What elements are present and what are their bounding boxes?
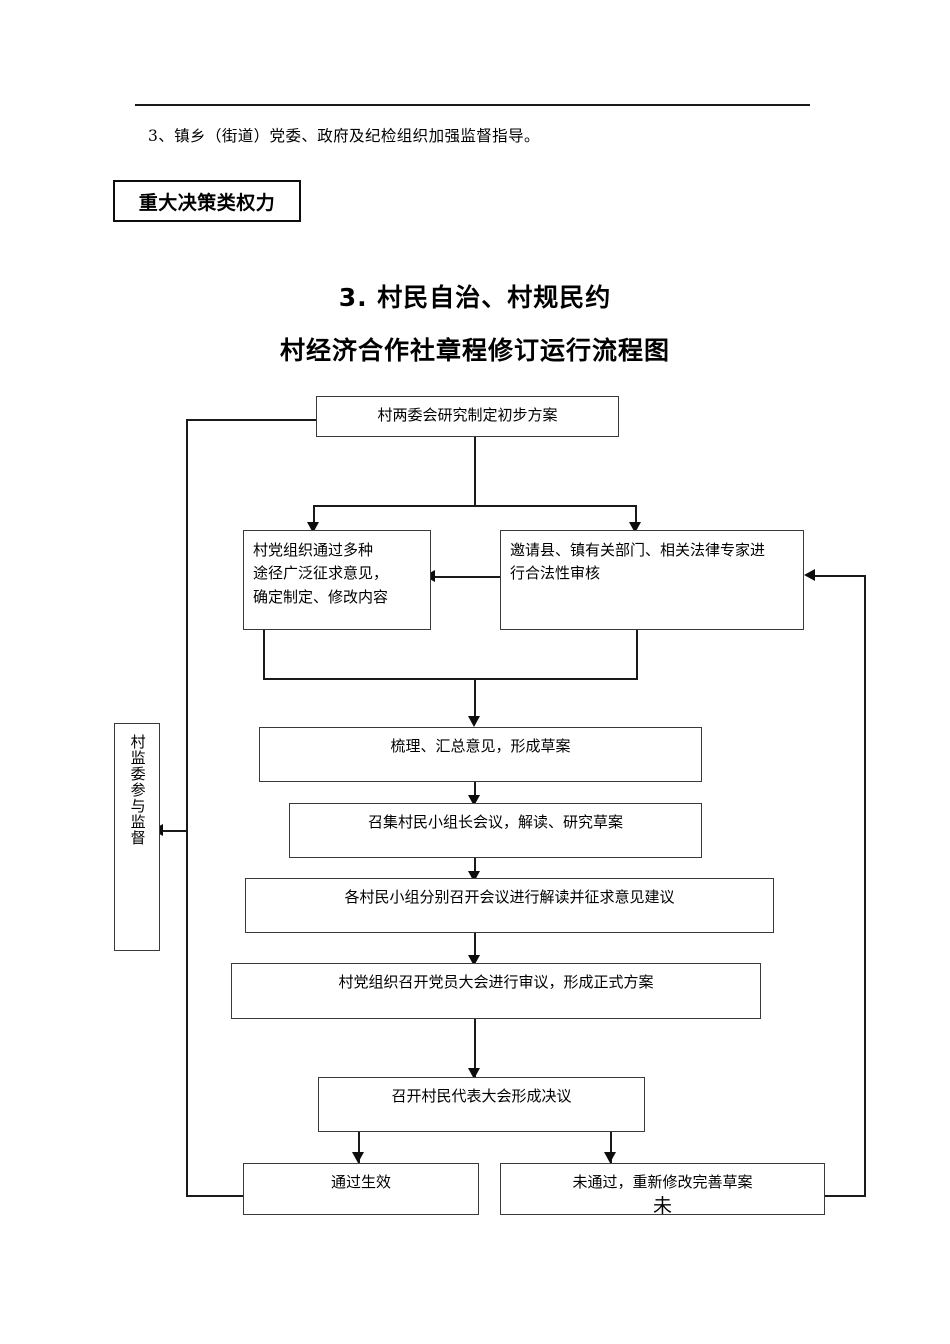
flow-node-n8[interactable]: 召开村民代表大会形成决议 [318, 1077, 645, 1132]
flow-node-n9-label: 通过生效 [330, 1173, 391, 1191]
edge-n3-to-n2 [430, 576, 500, 578]
arrow-n8-to-n9 [352, 1152, 364, 1163]
header-divider-rule [135, 104, 810, 106]
flow-node-n10[interactable]: 未通过，重新修改完善草案 未 [500, 1163, 825, 1217]
flow-node-n11-supervision[interactable]: 村监委参与监督 [114, 723, 160, 951]
edge-n4-to-n5 [474, 781, 476, 801]
flow-node-n2-label: 村党组织通过多种 途径广泛征求意见， 确定制定、修改内容 [253, 541, 389, 606]
flow-node-n6-label: 各村民小组分别召开会议进行解读并征求意见建议 [344, 888, 675, 906]
edge-merge-bus [263, 678, 638, 680]
edge-n1-split-bus [313, 505, 636, 507]
arrow-n4-to-n5 [468, 795, 480, 806]
edge-n10-feedback-in [812, 575, 866, 577]
edge-n9-feedback-in-n1 [186, 419, 316, 421]
flow-node-n4[interactable]: 梳理、汇总意见，形成草案 [259, 727, 702, 782]
edge-n9-feedback-riser [186, 419, 188, 1196]
flow-node-n7[interactable]: 村党组织召开党员大会进行审议，形成正式方案 [231, 963, 761, 1019]
edge-to-supervision [160, 830, 187, 832]
edge-n3-down [636, 629, 638, 679]
edge-n7-to-n8 [474, 1018, 476, 1079]
flow-node-n9[interactable]: 通过生效 [243, 1163, 479, 1215]
flow-node-n10-extra-label: 未 [652, 1195, 672, 1218]
flow-node-n3[interactable]: 邀请县、镇有关部门、相关法律专家进 行合法性审核 [500, 530, 804, 630]
flow-node-n1-label: 村两委会研究制定初步方案 [377, 406, 558, 424]
edge-n6-to-n7 [474, 932, 476, 962]
arrow-n5-to-n6 [468, 871, 480, 882]
flow-node-n7-label: 村党组织召开党员大会进行审议，形成正式方案 [338, 973, 654, 991]
edge-n8-to-n10 [610, 1131, 612, 1163]
power-category-label: 重大决策类权力 [138, 191, 276, 214]
edge-n1-to-n2-drop [313, 505, 315, 527]
flow-node-n8-label: 召开村民代表大会形成决议 [391, 1087, 572, 1105]
edge-n8-to-n9 [358, 1131, 360, 1163]
header-paragraph: 3、镇乡（街道）党委、政府及纪检组织加强监督指导。 [148, 127, 540, 145]
edge-n10-feedback-out [824, 1195, 866, 1197]
arrow-n7-to-n8 [468, 1068, 480, 1079]
flow-node-n5-label: 召集村民小组长会议，解读、研究草案 [367, 813, 623, 831]
edge-n10-feedback-riser [864, 575, 866, 1196]
edge-n1-to-n3-drop [635, 505, 637, 527]
flow-node-n2[interactable]: 村党组织通过多种 途径广泛征求意见， 确定制定、修改内容 [243, 530, 431, 630]
arrow-merge-to-n4 [468, 716, 480, 727]
edge-n1-stem [474, 436, 476, 506]
page-title: 3. 村民自治、村规民约 [338, 283, 612, 312]
arrow-n6-to-n7 [468, 955, 480, 966]
edge-merge-to-n4 [474, 678, 476, 722]
flow-node-n6[interactable]: 各村民小组分别召开会议进行解读并征求意见建议 [245, 878, 774, 933]
arrow-n1-to-n3 [629, 522, 641, 533]
edge-n2-down [263, 629, 265, 679]
power-category-box: 重大决策类权力 [113, 180, 301, 222]
page-subtitle: 村经济合作社章程修订运行流程图 [279, 336, 670, 365]
flow-node-n4-label: 梳理、汇总意见，形成草案 [390, 737, 571, 755]
flow-node-n5[interactable]: 召集村民小组长会议，解读、研究草案 [289, 803, 702, 858]
arrow-n10-to-n3 [804, 569, 815, 581]
edge-n5-to-n6 [474, 857, 476, 877]
arrow-n8-to-n10 [604, 1152, 616, 1163]
flow-node-n3-label: 邀请县、镇有关部门、相关法律专家进 行合法性审核 [510, 541, 766, 583]
edge-n9-feedback-out [186, 1195, 244, 1197]
flow-node-n1[interactable]: 村两委会研究制定初步方案 [316, 396, 619, 437]
arrow-n1-to-n2 [307, 522, 319, 533]
flow-node-n11-label: 村监委参与监督 [128, 734, 147, 846]
flow-node-n10-label: 未通过，重新修改完善草案 [572, 1173, 753, 1191]
